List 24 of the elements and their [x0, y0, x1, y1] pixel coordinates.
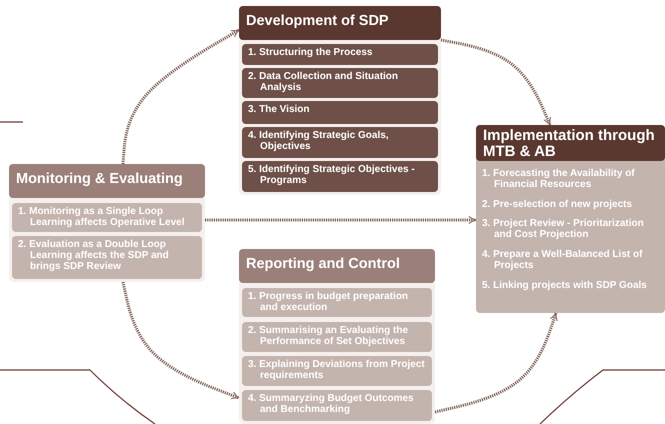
- process-panel: [239, 6, 441, 195]
- process-panel: [476, 125, 665, 313]
- step-box: 1. Structuring the Process: [242, 44, 438, 65]
- step-box: 4. Identifying Strategic Goals, Objectives: [242, 127, 438, 158]
- step-box: 1. Progress in budget preparation and execution: [242, 288, 432, 317]
- step-box: 2. Summarising an Evaluating the Performance of Set Objectives: [242, 322, 432, 352]
- process-panel: [239, 249, 435, 424]
- panel-heading: Development of SDP: [239, 6, 441, 40]
- step-box: 2. Data Collection and Situation Analysis: [242, 68, 438, 98]
- list-item: 2. Pre-selection of new projects: [481, 200, 634, 210]
- panel-heading: Reporting and Control: [239, 249, 435, 283]
- step-box: 5. Identifying Strategic Objectives - Programs: [242, 161, 438, 192]
- panel-heading: Monitoring & Evaluating: [9, 164, 205, 198]
- step-box: 2. Evaluation as a Double Loop Learning affects the SDP and brings SDP Review: [12, 236, 202, 279]
- step-box: 1. Monitoring as a Single Loop Learning affects Operative Level: [12, 203, 202, 232]
- list-item: 1. Forecasting the Availability of Financial Resources: [481, 169, 636, 191]
- list-item: 5. Linking projects with SDP Goals: [481, 280, 648, 292]
- step-box: 3. The Vision: [242, 101, 438, 124]
- list-item: 4. Prepare a Well-Balanced List of Projects: [481, 250, 644, 272]
- step-box: 3. Explaining Deviations from Project requirements: [242, 356, 432, 386]
- panel-heading: Implementation through MTB & AB: [476, 125, 665, 161]
- process-panel: [9, 164, 205, 282]
- list-item: 3. Project Review - Prioritarization and Cost Projection: [481, 219, 645, 241]
- step-box: 4. Summaryzing Budget Outcomes and Benchmarking: [242, 390, 432, 421]
